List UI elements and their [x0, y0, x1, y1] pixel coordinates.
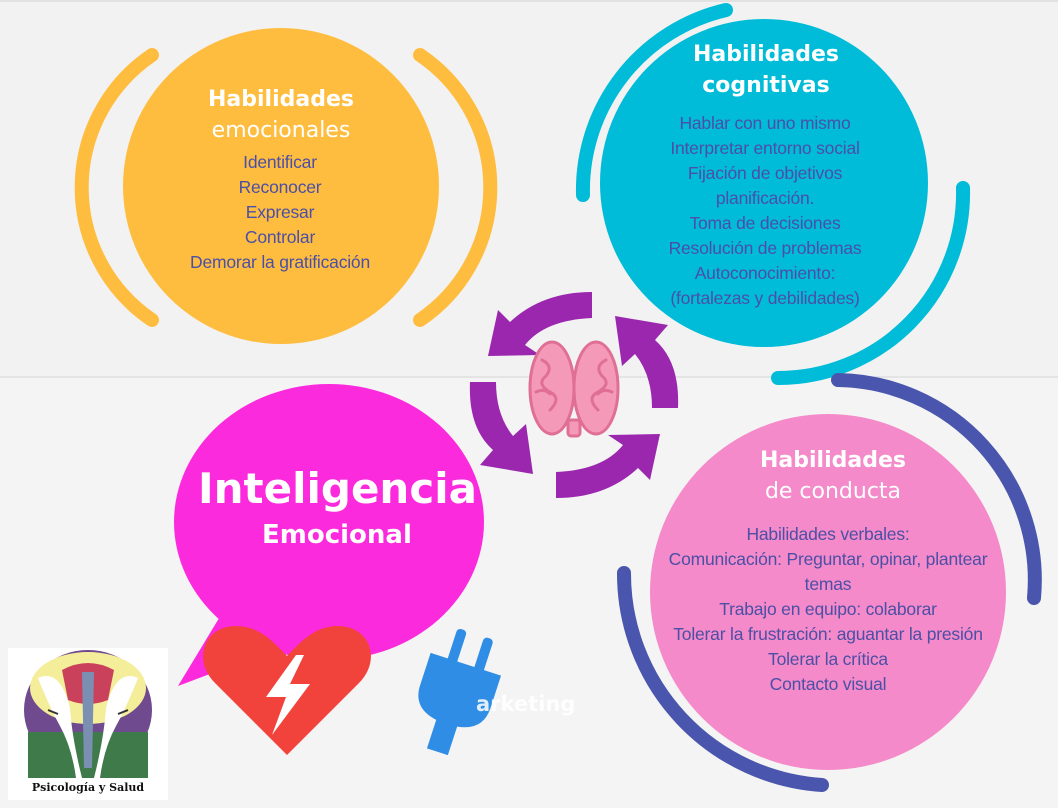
emocionales-title: Habilidades [208, 87, 354, 112]
logo-emblem-icon [24, 650, 152, 778]
emocionales-item: Identificar [243, 152, 317, 172]
conducta-item: Comunicación: Preguntar, opinar, plantea… [668, 549, 988, 569]
cycle-arrow-top-right [615, 316, 679, 408]
emocionales-list: Identificar Reconocer Expresar Controlar… [160, 150, 400, 275]
cognitivas-title: Habilidades [693, 42, 839, 67]
conducta-group [616, 373, 1042, 792]
brain-icon [528, 340, 620, 438]
conducta-subtitle: de conducta [764, 479, 902, 504]
cognitivas-subtitle: cognitivas [702, 73, 830, 98]
cognitivas-list: Hablar con uno mismo Interpretar entorno… [650, 111, 880, 311]
background-divider [0, 376, 1058, 378]
conducta-item: Trabajo en equipo: colaborar [719, 599, 937, 619]
emocionales-item: Reconocer [238, 177, 322, 197]
emocionales-item: Demorar la gratificación [190, 252, 370, 272]
emocionales-arc-right [413, 48, 498, 327]
conducta-item: Habilidades verbales: [746, 524, 910, 544]
conducta-list: Habilidades verbales: Comunicación: Preg… [658, 522, 998, 697]
emocionales-arc-left [74, 48, 159, 327]
cognitivas-arc-outer-bottom [771, 181, 971, 385]
psicologia-salud-logo: Psicología y Salud [8, 648, 168, 800]
cognitivas-item: Resolución de problemas [668, 238, 862, 258]
conducta-circle [650, 414, 1006, 770]
plug-icon [418, 628, 502, 756]
emocionales-circle [123, 28, 439, 344]
conducta-item: temas [804, 574, 852, 594]
center-bubble [174, 384, 484, 660]
watermark-text: arketing [476, 692, 576, 716]
cycle-arrow-bottom-right [556, 434, 660, 498]
cognitivas-item: Hablar con uno mismo [679, 113, 851, 133]
cognitivas-item: Interpretar entorno social [670, 138, 860, 158]
cognitivas-item: Fijación de objetivos [687, 163, 843, 183]
cognitivas-item: Toma de decisiones [689, 213, 841, 233]
cycle-arrow-bottom-left [469, 382, 533, 474]
cycle-arrows [469, 292, 679, 498]
emocionales-item: Controlar [244, 227, 316, 247]
heart-lightning-icon [203, 626, 371, 755]
emocionales-item: Expresar [245, 202, 315, 222]
conducta-item: Tolerar la crítica [768, 649, 888, 669]
emocionales-group [74, 28, 498, 344]
logo-caption: Psicología y Salud [31, 781, 145, 794]
cognitivas-item: planificación. [715, 188, 815, 208]
cognitivas-arc-outer [575, 3, 733, 202]
cognitivas-circle [600, 19, 928, 347]
conducta-arc-left [616, 566, 829, 792]
cognitivas-item: (fortalezas y debilidades) [670, 288, 860, 308]
cycle-arrow-top-left [488, 292, 592, 356]
conducta-arc-right [831, 373, 1042, 605]
conducta-item: Contacto visual [769, 674, 887, 694]
center-title: Inteligencia [198, 464, 477, 513]
emocionales-subtitle: emocionales [211, 118, 351, 143]
cognitivas-item: Autoconocimiento: [694, 263, 836, 283]
conducta-item: Tolerar la frustración: aguantar la pres… [673, 624, 983, 644]
center-subtitle: Emocional [262, 520, 412, 550]
conducta-title: Habilidades [760, 448, 906, 473]
cognitivas-group [575, 3, 971, 385]
